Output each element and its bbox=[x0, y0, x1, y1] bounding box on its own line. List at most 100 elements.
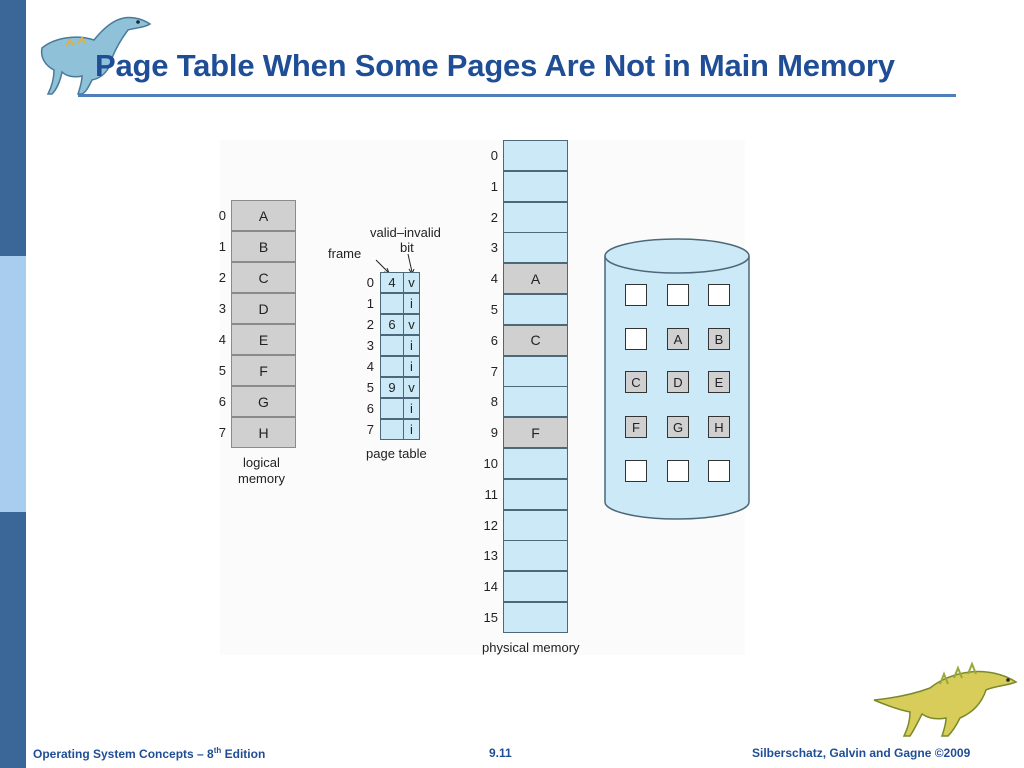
logical-page-index: 5 bbox=[218, 363, 226, 378]
logical-page-cell: C bbox=[231, 262, 296, 293]
physical-frame-index: 12 bbox=[483, 517, 498, 533]
page-table-valid-bit-cell: v bbox=[403, 314, 420, 335]
logical-memory-label-line2: memory bbox=[238, 471, 285, 486]
physical-frame-index: 3 bbox=[490, 240, 498, 256]
logical-page-cell: D bbox=[231, 293, 296, 324]
logical-page-index: 6 bbox=[218, 394, 226, 409]
page-table-frame-cell: 6 bbox=[380, 314, 404, 335]
title-underline bbox=[78, 94, 956, 97]
physical-frame-cell bbox=[503, 602, 568, 633]
physical-memory-label: physical memory bbox=[482, 640, 580, 655]
physical-frame-cell bbox=[503, 170, 568, 202]
backing-store-page-box: H bbox=[708, 416, 730, 438]
page-table-index: 5 bbox=[366, 380, 374, 395]
page-table-valid-bit-cell: i bbox=[403, 293, 420, 314]
backing-store-page-box bbox=[625, 460, 647, 482]
logical-page-cell: B bbox=[231, 231, 296, 262]
page-table-valid-bit-cell: i bbox=[403, 398, 420, 419]
physical-frame-index: 0 bbox=[490, 148, 498, 163]
logical-memory-label-line1: logical bbox=[243, 455, 280, 470]
physical-frame-index: 7 bbox=[490, 363, 498, 379]
page-table-label: page table bbox=[366, 446, 427, 461]
physical-frame-index: 1 bbox=[490, 178, 498, 194]
physical-frame-index: 8 bbox=[490, 394, 498, 410]
logical-page-index: 1 bbox=[218, 239, 226, 254]
page-table-index: 2 bbox=[366, 317, 374, 332]
page-table-valid-bit-cell: i bbox=[403, 335, 420, 356]
backing-store-page-box: A bbox=[667, 328, 689, 350]
logical-page-cell: A bbox=[231, 200, 296, 231]
backing-store-page-box bbox=[625, 328, 647, 350]
physical-frame-cell bbox=[503, 232, 568, 264]
logical-page-cell: H bbox=[231, 417, 296, 448]
logical-page-index: 7 bbox=[218, 425, 226, 440]
physical-frame-index: 2 bbox=[490, 209, 498, 225]
sidebar-band-bottom bbox=[0, 512, 26, 768]
physical-frame-cell bbox=[503, 571, 568, 603]
frame-label: frame bbox=[328, 246, 362, 261]
sidebar-band-top bbox=[0, 0, 26, 256]
dinosaur-logo-top-icon bbox=[40, 16, 152, 95]
page-table-valid-bit-cell: i bbox=[403, 419, 420, 440]
backing-store-page-box bbox=[708, 460, 730, 482]
logical-page-cell: E bbox=[231, 324, 296, 355]
page-table-frame-cell: 4 bbox=[380, 272, 404, 293]
page-table-index: 7 bbox=[366, 422, 374, 437]
backing-store-page-box: E bbox=[708, 371, 730, 393]
logical-page-cell: F bbox=[231, 355, 296, 386]
page-table-index: 3 bbox=[366, 338, 374, 353]
backing-store-page-box: F bbox=[625, 416, 647, 438]
physical-frame-cell bbox=[503, 294, 568, 325]
physical-frame-cell bbox=[503, 386, 568, 418]
physical-frame-cell bbox=[503, 355, 568, 387]
backing-store-page-box: D bbox=[667, 371, 689, 393]
physical-frame-index: 6 bbox=[490, 332, 498, 348]
logical-page-cell: G bbox=[231, 386, 296, 417]
valid-invalid-label-line2: bit bbox=[400, 240, 414, 255]
page-table-frame-cell: 9 bbox=[380, 377, 404, 398]
logical-page-index: 0 bbox=[218, 208, 226, 223]
page-table-frame-cell bbox=[380, 419, 404, 440]
backing-store-page-box: B bbox=[708, 328, 730, 350]
physical-frame-cell: F bbox=[503, 417, 568, 449]
backing-store-page-box: G bbox=[667, 416, 689, 438]
slide-title: Page Table When Some Pages Are Not in Ma… bbox=[95, 48, 895, 83]
page-table-frame-cell bbox=[380, 356, 404, 377]
page-table-valid-bit-cell: v bbox=[403, 272, 420, 293]
logical-page-index: 2 bbox=[218, 270, 226, 285]
physical-frame-index: 14 bbox=[483, 579, 498, 595]
physical-frame-cell: A bbox=[503, 263, 568, 295]
dinosaur-logo-bottom-icon bbox=[873, 661, 1018, 737]
physical-frame-cell bbox=[503, 448, 568, 479]
footer-slide-number: 9.11 bbox=[489, 746, 512, 760]
physical-frame-index: 11 bbox=[484, 486, 499, 502]
page-table-index: 4 bbox=[366, 359, 374, 374]
logical-page-index: 3 bbox=[218, 301, 226, 316]
backing-store-page-box: C bbox=[625, 371, 647, 393]
page-table-index: 1 bbox=[366, 296, 374, 311]
page-table-frame-cell bbox=[380, 335, 404, 356]
physical-frame-cell bbox=[503, 201, 568, 233]
physical-frame-index: 10 bbox=[483, 456, 498, 471]
page-table-index: 6 bbox=[366, 401, 374, 416]
physical-frame-cell bbox=[503, 478, 568, 510]
backing-store-page-box bbox=[667, 284, 689, 306]
page-table-frame-cell bbox=[380, 398, 404, 419]
sidebar-band-middle bbox=[0, 256, 26, 512]
logical-page-index: 4 bbox=[218, 332, 226, 347]
backing-store-page-box bbox=[667, 460, 689, 482]
physical-frame-index: 5 bbox=[490, 302, 498, 317]
footer-book-title: Operating System Concepts – 8th Edition bbox=[33, 746, 266, 761]
backing-store-page-box bbox=[708, 284, 730, 306]
physical-frame-cell bbox=[503, 509, 568, 541]
page-table-index: 0 bbox=[366, 275, 374, 290]
page-table-valid-bit-cell: v bbox=[403, 377, 420, 398]
valid-invalid-label-line1: valid–invalid bbox=[370, 225, 441, 240]
footer-copyright: Silberschatz, Galvin and Gagne ©2009 bbox=[752, 746, 971, 760]
physical-frame-index: 9 bbox=[490, 425, 498, 441]
physical-frame-index: 13 bbox=[483, 548, 498, 564]
backing-store-page-box bbox=[625, 284, 647, 306]
physical-frame-index: 4 bbox=[490, 271, 498, 287]
page-table-valid-bit-cell: i bbox=[403, 356, 420, 377]
physical-frame-cell bbox=[503, 540, 568, 572]
